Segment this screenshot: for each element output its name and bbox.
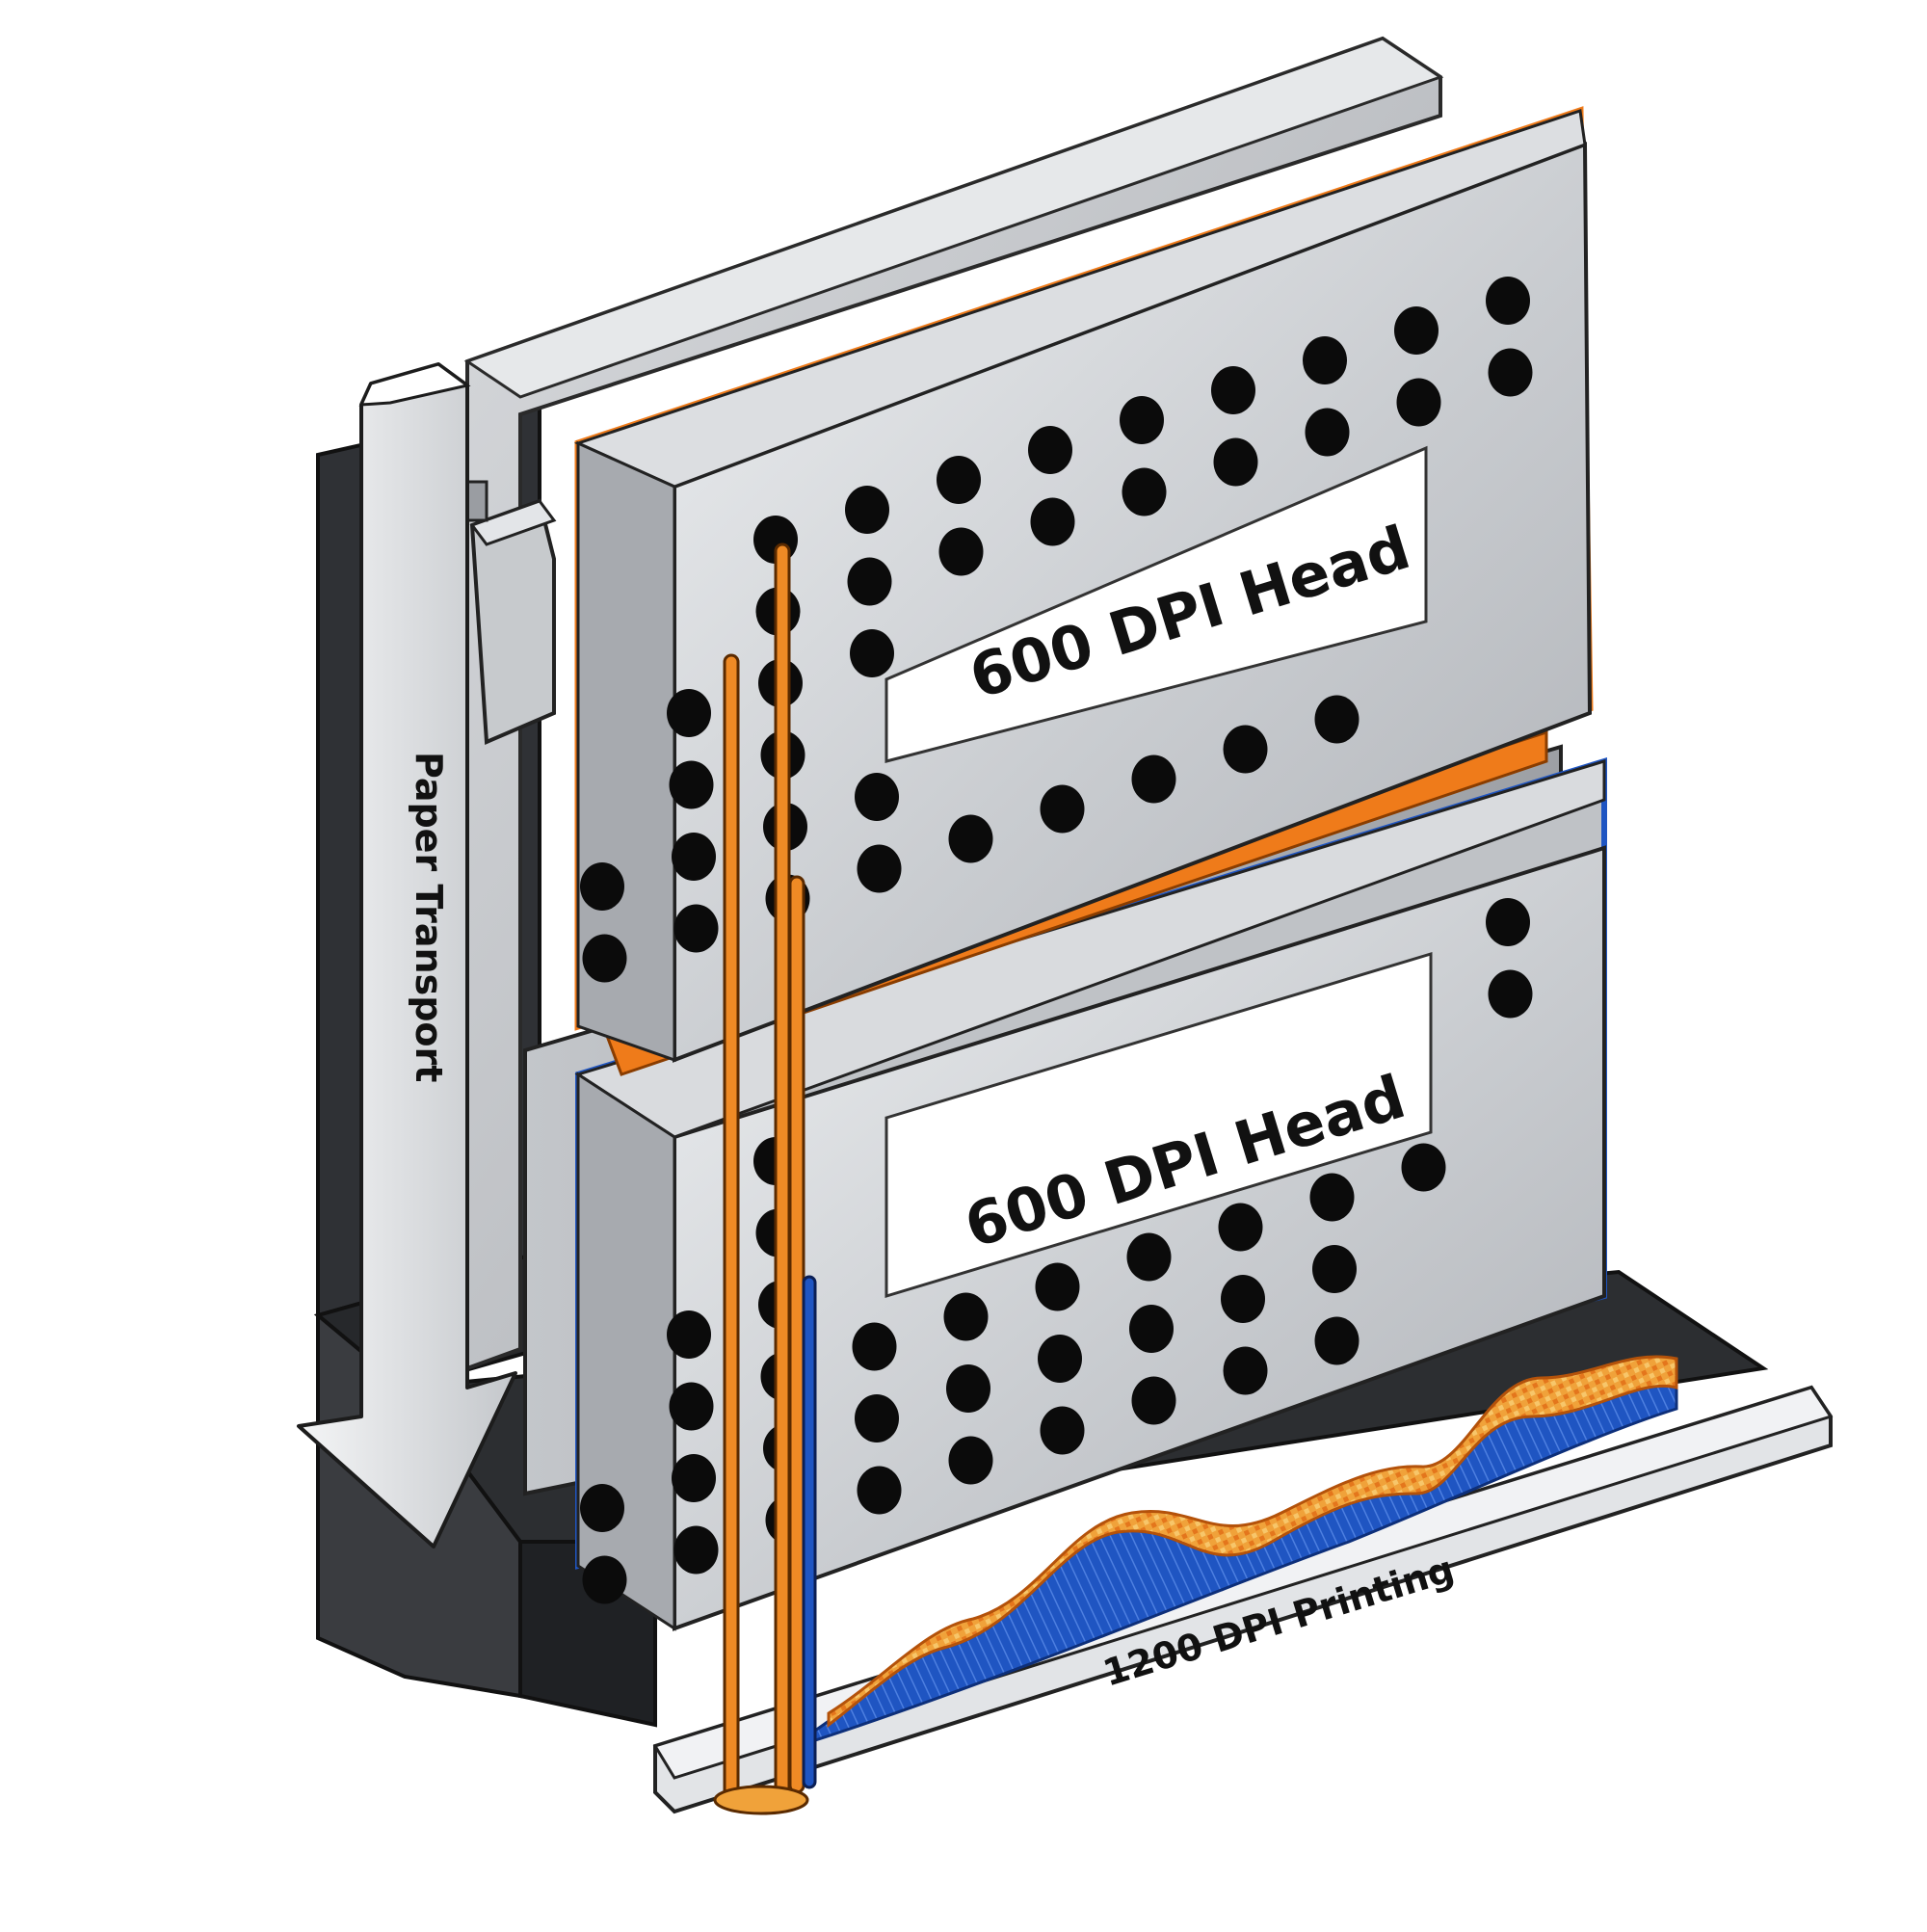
nozzle-dot [1218, 1203, 1263, 1252]
nozzle-dot [667, 689, 711, 737]
nozzle-dot [1486, 898, 1530, 946]
nozzle-dot [948, 1436, 993, 1485]
ink-landing-spot [713, 1785, 809, 1815]
orange-ink-line-2 [774, 543, 791, 1799]
orange-ink-line-1 [723, 653, 740, 1809]
nozzle-dot [1303, 336, 1347, 384]
orange-print-band [827, 1355, 1678, 1729]
bottom-head-label-plate [884, 951, 1433, 1299]
nozzle-dot [1211, 366, 1255, 414]
nozzle-dot [672, 833, 716, 881]
nozzle-dot [1396, 378, 1441, 427]
nozzle-dot [943, 1292, 989, 1341]
nozzle-dot [1038, 1335, 1082, 1383]
nozzle-dot [847, 557, 892, 606]
top-head: 600 DPI Head [573, 106, 1594, 1063]
nozzle-dot [1309, 1173, 1355, 1222]
nozzle-dot [1488, 969, 1533, 1019]
bottom-head: 600 DPI Head [523, 744, 1607, 1631]
nozzle-dot [1131, 754, 1176, 804]
ink-lines [713, 543, 817, 1815]
nozzle-dot [852, 1322, 897, 1371]
nozzle-dot [937, 456, 981, 504]
blue-ink-line [802, 1275, 817, 1789]
nozzle-dot [1131, 1376, 1176, 1425]
nozzle-dot [1314, 695, 1359, 744]
nozzle-dot [669, 1382, 714, 1431]
nozzle-dot [1488, 348, 1533, 397]
transport-label: Paper Transport [408, 752, 450, 1082]
orange-ink-line-3 [788, 875, 805, 1794]
nozzle-dot [857, 844, 902, 893]
nozzle-dot [1401, 1143, 1446, 1192]
nozzle-dot [1213, 437, 1258, 487]
nozzle-dot [1122, 467, 1167, 516]
nozzle-dot [1035, 1262, 1080, 1311]
transport-arrow: Paper Transport [297, 362, 517, 1548]
nozzle-dot [580, 862, 624, 911]
nozzle-dot [669, 760, 714, 809]
nozzle-dot [938, 527, 984, 576]
nozzle-dot [946, 1364, 990, 1413]
nozzle-dot [845, 486, 889, 534]
nozzle-dot [1312, 1245, 1357, 1293]
nozzle-dot [582, 934, 627, 983]
nozzle-dot [855, 1394, 899, 1442]
nozzle-dot [1028, 426, 1072, 474]
nozzle-dot [580, 1484, 624, 1532]
nozzle-dot [1314, 1316, 1359, 1365]
nozzle-dot [1040, 784, 1085, 834]
top-head-label-plate [884, 445, 1428, 763]
nozzle-dot [672, 1454, 716, 1502]
nozzle-dot [673, 904, 719, 953]
nozzle-dot [1305, 408, 1350, 457]
nozzle-dot [850, 629, 894, 677]
nozzle-dot [948, 814, 993, 863]
nozzle-dot [1221, 1275, 1265, 1323]
top-nozzle-array [580, 277, 1533, 983]
nozzle-dot [1129, 1305, 1174, 1353]
nozzle-dot [1120, 396, 1164, 444]
nozzle-dot [1126, 1232, 1172, 1282]
nozzle-dot [1486, 277, 1530, 325]
nozzle-dot [582, 1555, 627, 1604]
nozzle-dot [1223, 1346, 1268, 1395]
nozzle-dot [673, 1525, 719, 1575]
nozzle-dot [857, 1466, 902, 1515]
nozzle-dot [1040, 1406, 1085, 1455]
paper-strip: 1200 DPI Printing [652, 1355, 1834, 1814]
nozzle-dot [1394, 306, 1439, 355]
back-plate [463, 36, 1444, 1371]
nozzle-dot [667, 1310, 711, 1359]
nozzle-dot [1223, 725, 1268, 774]
nozzle-dot [1030, 497, 1075, 546]
nozzle-dot [855, 773, 899, 821]
